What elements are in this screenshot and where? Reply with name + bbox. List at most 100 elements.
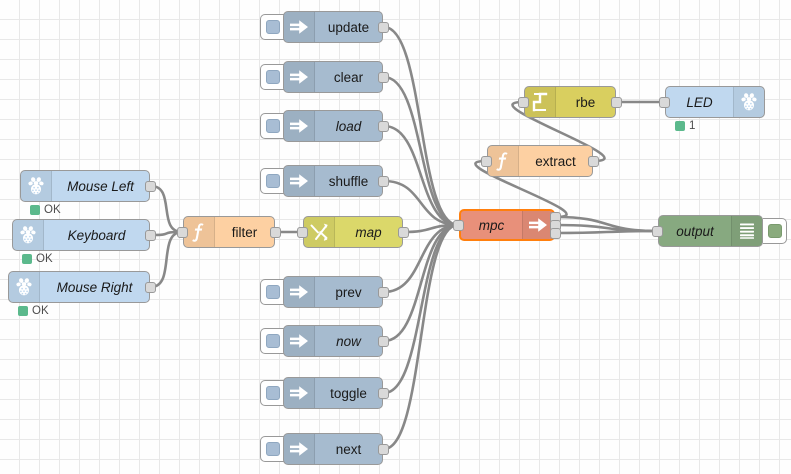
inject-knob <box>265 285 280 299</box>
output-port-mouse-left-0[interactable] <box>145 180 156 192</box>
node-label-keyboard: Keyboard <box>67 227 126 243</box>
status-dot-icon <box>675 121 685 131</box>
debug-toggle-output[interactable] <box>763 218 787 244</box>
node-mouse-left[interactable]: Mouse Left <box>20 170 150 202</box>
raspberry-pi-icon <box>13 220 44 250</box>
node-label-now: now <box>336 333 361 349</box>
node-shuffle[interactable]: shuffle <box>283 165 383 197</box>
node-keyboard[interactable]: Keyboard <box>12 219 150 251</box>
node-label-extract: extract <box>535 153 576 169</box>
status-dot-icon <box>30 205 40 215</box>
output-arrow-icon <box>522 211 553 239</box>
output-port-update-0[interactable] <box>378 21 389 33</box>
inject-button-toggle[interactable] <box>260 380 284 406</box>
inject-button-prev[interactable] <box>260 279 284 305</box>
node-clear[interactable]: clear <box>283 61 383 93</box>
node-label-prev: prev <box>335 284 362 300</box>
raspberry-pi-icon <box>9 272 40 302</box>
node-filter[interactable]: filter <box>183 216 275 248</box>
input-port-mpc[interactable] <box>453 219 464 231</box>
status-text: OK <box>32 305 49 317</box>
output-port-shuffle-0[interactable] <box>378 175 389 187</box>
output-port-mouse-right-0[interactable] <box>145 281 156 293</box>
wire-mpc-to-output[interactable] <box>554 229 659 235</box>
inject-button-load[interactable] <box>260 113 284 139</box>
node-extract[interactable]: extract <box>487 145 593 177</box>
inject-arrow-icon <box>284 166 315 196</box>
status-text: OK <box>44 204 61 216</box>
status-text: OK <box>36 253 53 265</box>
inject-knob <box>265 334 280 348</box>
status-dot-icon <box>22 254 32 264</box>
node-mpc[interactable]: mpc <box>459 209 555 241</box>
inject-arrow-icon <box>284 277 315 307</box>
inject-button-clear[interactable] <box>260 64 284 90</box>
wire-toggle-to-mpc[interactable] <box>382 223 460 395</box>
status-mouse-right: OK <box>18 305 49 317</box>
output-port-keyboard-0[interactable] <box>145 229 156 241</box>
wire-mouse-right-to-filter[interactable] <box>149 230 184 289</box>
inject-button-next[interactable] <box>260 436 284 462</box>
node-label-filter: filter <box>231 224 258 240</box>
inject-button-shuffle[interactable] <box>260 168 284 194</box>
inject-knob <box>265 174 280 188</box>
node-rbe[interactable]: rbe <box>524 86 616 118</box>
inject-arrow-icon <box>284 378 315 408</box>
inject-arrow-icon <box>284 434 315 464</box>
node-label-led: LED <box>686 94 713 110</box>
rbe-step-icon <box>525 87 556 117</box>
inject-knob <box>265 20 280 34</box>
inject-arrow-icon <box>284 62 315 92</box>
output-port-clear-0[interactable] <box>378 71 389 83</box>
node-label-clear: clear <box>333 69 364 85</box>
wire-load-to-mpc[interactable] <box>382 124 460 227</box>
wire-update-to-mpc[interactable] <box>382 25 460 227</box>
node-update[interactable]: update <box>283 11 383 43</box>
wire-mpc-to-output[interactable] <box>554 215 659 233</box>
wire-mpc-to-output[interactable] <box>554 223 659 233</box>
inject-arrow-icon <box>284 326 315 356</box>
node-map[interactable]: map <box>303 216 403 248</box>
wire-clear-to-mpc[interactable] <box>382 75 460 227</box>
status-text: 1 <box>689 120 696 132</box>
wire-next-to-mpc[interactable] <box>382 223 460 451</box>
output-port-filter-0[interactable] <box>270 226 281 238</box>
node-label-next: next <box>335 441 362 457</box>
input-port-rbe[interactable] <box>518 96 529 108</box>
wire-mouse-left-to-filter[interactable] <box>149 184 184 234</box>
wire-map-to-mpc[interactable] <box>402 223 460 234</box>
node-label-mouse-right: Mouse Right <box>56 279 133 295</box>
output-port-rbe-0[interactable] <box>611 96 622 108</box>
inject-button-update[interactable] <box>260 14 284 40</box>
input-port-led[interactable] <box>659 96 670 108</box>
node-mouse-right[interactable]: Mouse Right <box>8 271 150 303</box>
output-port-load-0[interactable] <box>378 120 389 132</box>
inject-button-now[interactable] <box>260 328 284 354</box>
output-port-mpc-2[interactable] <box>550 227 561 239</box>
input-port-output[interactable] <box>652 225 663 237</box>
output-port-now-0[interactable] <box>378 335 389 347</box>
output-port-extract-0[interactable] <box>588 155 599 167</box>
output-port-toggle-0[interactable] <box>378 387 389 399</box>
output-port-prev-0[interactable] <box>378 286 389 298</box>
node-load[interactable]: load <box>283 110 383 142</box>
input-port-map[interactable] <box>297 226 308 238</box>
function-f-icon <box>184 217 215 247</box>
node-label-update: update <box>327 19 370 35</box>
node-label-mpc: mpc <box>478 217 505 233</box>
output-port-map-0[interactable] <box>398 226 409 238</box>
inject-knob <box>265 386 280 400</box>
output-port-next-0[interactable] <box>378 443 389 455</box>
inject-knob <box>265 442 280 456</box>
input-port-filter[interactable] <box>177 226 188 238</box>
node-next[interactable]: next <box>283 433 383 465</box>
node-prev[interactable]: prev <box>283 276 383 308</box>
node-led[interactable]: LED <box>665 86 765 118</box>
node-label-shuffle: shuffle <box>328 173 369 189</box>
node-toggle[interactable]: toggle <box>283 377 383 409</box>
inject-arrow-icon <box>284 111 315 141</box>
node-output[interactable]: output <box>658 215 763 247</box>
input-port-extract[interactable] <box>481 155 492 167</box>
node-now[interactable]: now <box>283 325 383 357</box>
